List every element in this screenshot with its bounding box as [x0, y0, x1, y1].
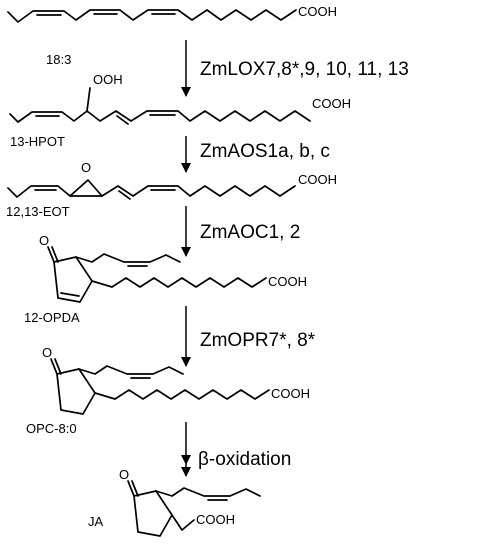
ooh-label: OOH — [93, 72, 123, 87]
ketone-o-label-opda: O — [39, 233, 49, 248]
compound-label-18-3: 18:3 — [46, 52, 71, 67]
compound-label-12-opda: 12-OPDA — [24, 310, 80, 325]
structure-12-13-eot: O COOH — [7, 160, 337, 200]
structure-opc-8-0: O COOH — [42, 345, 310, 415]
structure-13-hpot: OOH COOH — [9, 72, 351, 125]
structure-18-3: COOH — [7, 4, 337, 23]
chain-18-3 — [7, 9, 297, 23]
structure-12-opda: O COOH — [39, 233, 307, 303]
ketone-o-label-ja: O — [119, 467, 129, 482]
cooh-label-12-opda: COOH — [268, 274, 307, 289]
chain-12-13-eot — [7, 179, 296, 198]
chain-13-hpot — [9, 110, 311, 123]
structure-ja: O COOH — [119, 467, 261, 537]
arrow-step-5-second-head — [181, 455, 191, 465]
enzyme-label-aos: ZmAOS1a, b, c — [200, 141, 330, 162]
epoxide-o-label: O — [81, 160, 91, 175]
ketone-o-label-opc: O — [42, 345, 52, 360]
cooh-label-18-3: COOH — [298, 4, 337, 19]
enzyme-label-opr: ZmOPR7*, 8* — [200, 330, 316, 351]
compound-label-ja: JA — [88, 514, 104, 529]
compound-label-opc-8-0: OPC-8:0 — [26, 421, 77, 436]
enzyme-label-aoc: ZmAOC1, 2 — [200, 222, 300, 243]
cooh-label-12-13-eot: COOH — [298, 172, 337, 187]
enzyme-label-beta-oxidation: β-oxidation — [198, 449, 291, 470]
cooh-label-opc-8-0: COOH — [271, 386, 310, 401]
enzyme-label-lox: ZmLOX7,8*,9, 10, 11, 13 — [200, 59, 409, 80]
cooh-label-ja: COOH — [196, 512, 235, 527]
cooh-label-13-hpot: COOH — [312, 96, 351, 111]
compound-label-13-hpot: 13-HPOT — [10, 134, 65, 149]
compound-label-12-13-eot: 12,13-EOT — [6, 204, 70, 219]
